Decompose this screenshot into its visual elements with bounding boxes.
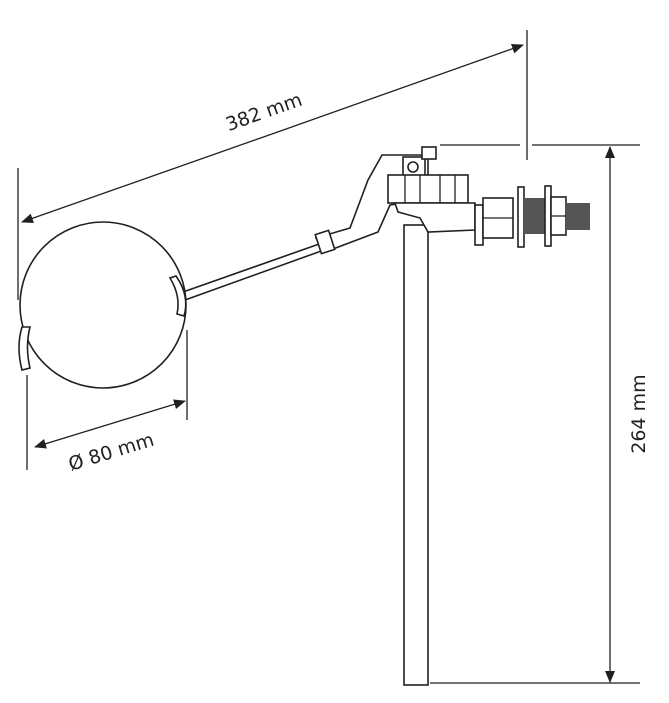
float-ball — [18, 221, 325, 389]
vertical-tube — [403, 224, 429, 686]
thread — [524, 198, 548, 234]
height-dimension: 264 mm — [430, 144, 650, 684]
diameter-label: Ø 80 mm — [66, 429, 157, 476]
length-label: 382 mm — [223, 89, 305, 136]
height-label: 264 mm — [628, 374, 650, 453]
arrow-right — [271, 43, 524, 135]
valve-assembly — [314, 146, 590, 686]
arrow-left — [21, 133, 273, 224]
